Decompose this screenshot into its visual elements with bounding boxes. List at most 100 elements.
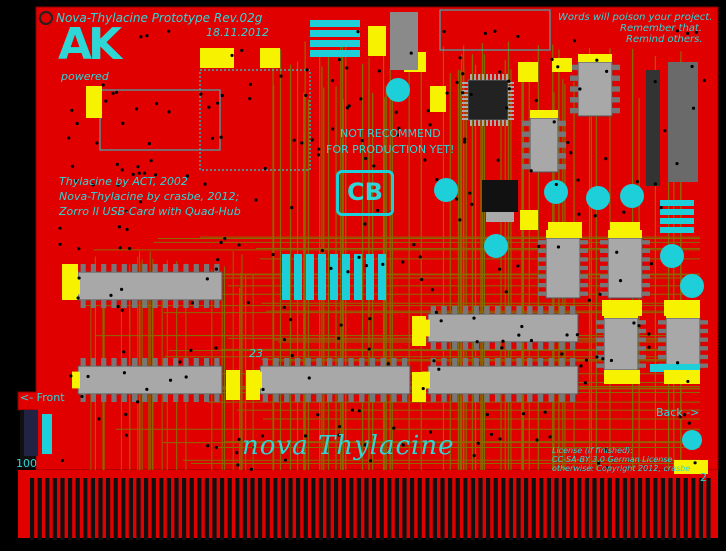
ic-pin [538,257,546,262]
via [80,394,84,399]
via [237,437,241,441]
via [690,64,694,69]
via [548,435,552,439]
via [529,169,533,173]
via [445,91,449,95]
via [317,147,321,151]
ic-pin [173,358,179,366]
chip-pin [508,110,514,112]
via [489,432,494,436]
ic-pin [494,358,501,366]
edge-finger [394,478,399,540]
not-recommend-line-1: NOT RECOMMEND [340,127,441,140]
pad [62,264,78,300]
chip-pin [486,74,488,80]
ic-pin [152,264,158,272]
ic-pin [700,346,708,351]
edge-finger [402,478,407,540]
via [95,141,99,145]
via [694,30,698,34]
via [498,437,502,441]
ic-pin [580,291,588,296]
via [316,413,320,417]
via [70,108,74,112]
ic-pin [580,248,588,253]
chip-pin [508,94,514,96]
ic-pin [162,300,168,308]
label-2: 2 [700,471,707,484]
via [337,424,342,429]
via [120,168,124,172]
ic-pin [401,358,408,366]
decoupling-cap [72,371,80,389]
chip-pin [462,86,468,88]
ic-pin [638,354,646,360]
vias [58,29,706,471]
edge-finger [235,478,240,540]
chip-pin [498,74,500,80]
via [428,430,433,434]
ic-pin [173,264,179,272]
via [207,105,211,109]
via [470,202,474,207]
ic-pin [596,363,604,368]
edge-finger [645,478,650,540]
via [58,242,62,246]
ic-pin [142,300,148,308]
license-line-2: CC-SA-BY 3.0 German License [552,455,673,464]
edge-finger [303,478,308,540]
resistor [660,227,694,233]
via [240,48,244,53]
via [91,183,95,187]
ic-pin [305,394,311,402]
electrolytic-capacitor [682,430,702,450]
via [601,357,605,361]
via [534,98,538,103]
via [86,374,90,379]
chip-pin [462,98,468,100]
chip-pin [462,94,468,96]
via [498,267,502,271]
via [345,106,350,110]
ic-pin [111,264,117,272]
chip-pin [478,74,480,80]
via [189,348,193,352]
chip-pin [470,120,472,126]
ic-pin [612,75,620,81]
ic-pin [516,358,522,366]
via [461,91,465,95]
edge-finger [265,478,270,540]
edge-finger [539,478,544,540]
ic-pin [369,358,376,366]
chip-pin [490,120,492,126]
resistor [330,254,338,300]
via [500,346,504,350]
via [583,381,587,385]
ic-pin [642,291,650,296]
ic-pin [452,394,458,402]
ic-pin [596,328,604,334]
via [117,225,122,229]
ic-pin [612,86,620,92]
edge-finger [455,478,460,540]
ic-pin [538,283,546,288]
pin-header [646,70,660,186]
pad [200,48,234,68]
ic-u3 [259,365,411,395]
pad [548,222,582,238]
via [246,300,250,305]
edge-finger [98,478,103,540]
via [421,386,425,391]
ic-pin [537,394,544,402]
via [345,66,349,70]
ic-pin [121,300,127,308]
resistor [342,254,350,300]
pad [604,370,640,384]
via [214,267,219,271]
ic-pin [596,337,604,342]
via [237,243,241,247]
electrolytic-capacitor [386,78,410,102]
ic-pin [101,358,107,366]
via [136,165,140,169]
chip-pin [508,82,514,84]
